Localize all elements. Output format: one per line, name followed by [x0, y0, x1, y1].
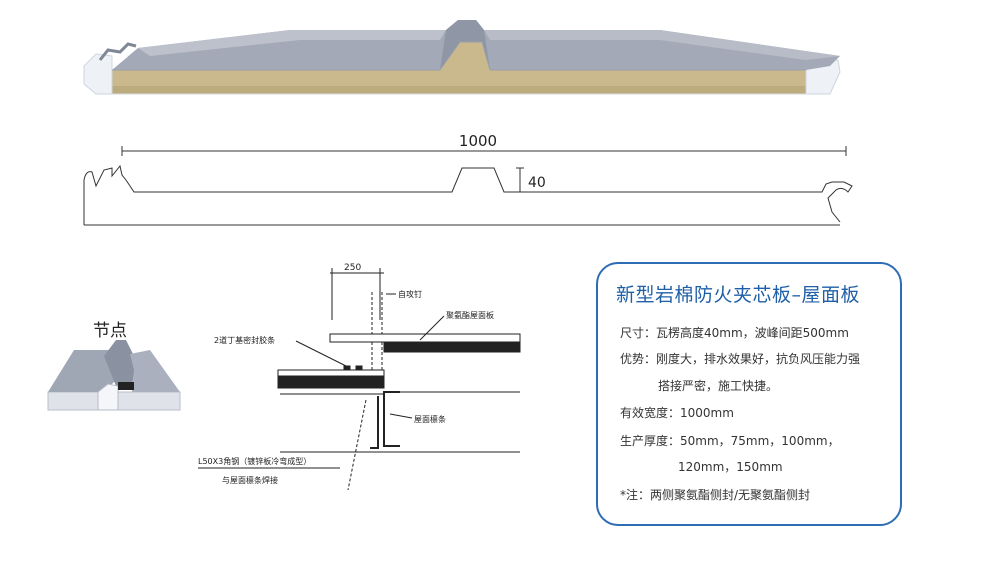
thickness-line-1: 生产厚度：50mm，75mm，100mm， — [620, 434, 840, 448]
node-3d — [47, 340, 181, 411]
screw-label: 自攻钉 — [398, 289, 422, 299]
left-seal — [83, 53, 113, 95]
upper-panel-core — [383, 341, 521, 353]
spacing-label: 250 — [344, 263, 361, 273]
angle-label: L50X3角钢（镀锌板冷弯成型） — [198, 456, 311, 466]
node-rib — [104, 340, 136, 386]
steel-top-face — [138, 30, 446, 56]
card-title: 新型岩棉防火夹芯板–屋面板 — [616, 284, 861, 306]
node-title: 节点 — [93, 321, 127, 341]
purlin-c-section — [383, 391, 400, 447]
sealant-leader — [295, 340, 347, 367]
left-hook-edge — [98, 42, 137, 61]
advantage-line-2: 搭接严密，施工快捷。 — [658, 379, 779, 393]
panel-outline — [112, 41, 806, 71]
node-seal-gap — [118, 382, 134, 390]
profile-top-outline — [83, 164, 853, 225]
size-line: 尺寸：瓦楞高度40mm，波峰间距500mm — [620, 326, 849, 340]
width-label: 1000 — [459, 132, 497, 150]
note-line: *注：两侧聚氨酯侧封/无聚氨酯侧封 — [620, 488, 811, 502]
lower-panel — [277, 369, 385, 377]
panel-3d — [83, 20, 841, 95]
install-detail — [198, 268, 521, 491]
panel-leader — [419, 315, 445, 341]
lower-panel-core — [277, 375, 385, 389]
purlin-label: 屋面檩条 — [414, 414, 446, 424]
weld-label: 与屋面檩条焊接 — [222, 475, 278, 485]
node-top-left — [48, 350, 118, 392]
node-seal-left — [97, 383, 119, 411]
rib-face — [440, 20, 490, 70]
panel-label: 聚氨酯屋面板 — [446, 310, 494, 320]
rock-wool-core-shade — [112, 86, 808, 94]
height-label: 40 — [528, 175, 546, 191]
info-card: 新型岩棉防火夹芯板–屋面板 尺寸：瓦楞高度40mm，波峰间距500mm 优势：刚… — [596, 262, 902, 526]
angle-dashed — [347, 399, 367, 491]
advantage-line-1: 优势：刚度大，排水效果好，抗负风压能力强 — [620, 352, 861, 366]
effective-width-line: 有效宽度：1000mm — [620, 406, 734, 420]
angle-steel — [370, 396, 379, 449]
sealant-label: 2道丁基密封胶条 — [214, 335, 275, 345]
node-top-right — [130, 350, 180, 392]
profile-section — [83, 146, 853, 226]
thickness-line-2: 120mm，150mm — [678, 460, 783, 474]
right-top-face — [484, 30, 840, 60]
rock-wool-core — [112, 42, 808, 94]
purlin-leader — [389, 413, 413, 419]
